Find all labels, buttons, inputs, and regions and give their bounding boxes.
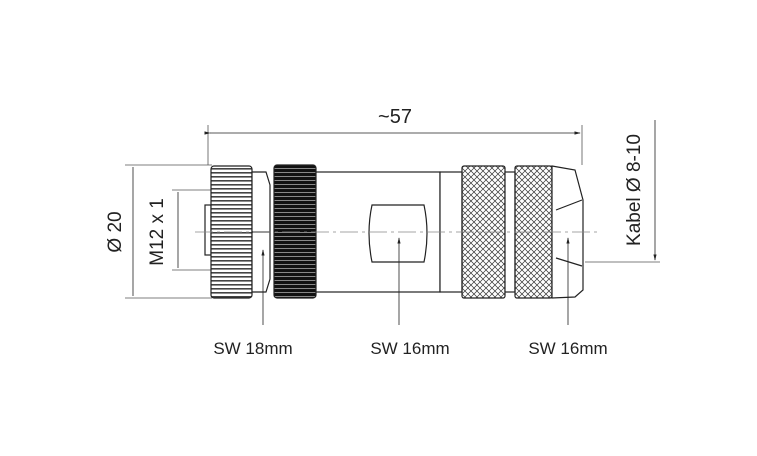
diameter-label: Ø 20 (105, 211, 126, 252)
thread-label: M12 x 1 (147, 198, 168, 266)
wrench-size-label-3: SW 16mm (528, 339, 607, 358)
wrench-size-label-2: SW 16mm (370, 339, 449, 358)
wrench-size-label-1: SW 18mm (213, 339, 292, 358)
wrench-flat (368, 204, 428, 263)
thread-dimension: M12 x 1 (147, 189, 212, 271)
contact-face (204, 204, 212, 256)
diameter-dimension: Ø 20 (105, 164, 212, 299)
connector-body (195, 164, 600, 299)
cable-cap-edges (555, 199, 583, 267)
knurled-ring (273, 164, 317, 299)
cable-dimension: Kabel Ø 8-10 (585, 120, 660, 263)
wrench-leaders (261, 237, 570, 325)
cable-label: Kabel Ø 8-10 (624, 134, 645, 246)
length-dimension: ~57 (204, 106, 583, 165)
length-label: ~57 (378, 106, 412, 128)
